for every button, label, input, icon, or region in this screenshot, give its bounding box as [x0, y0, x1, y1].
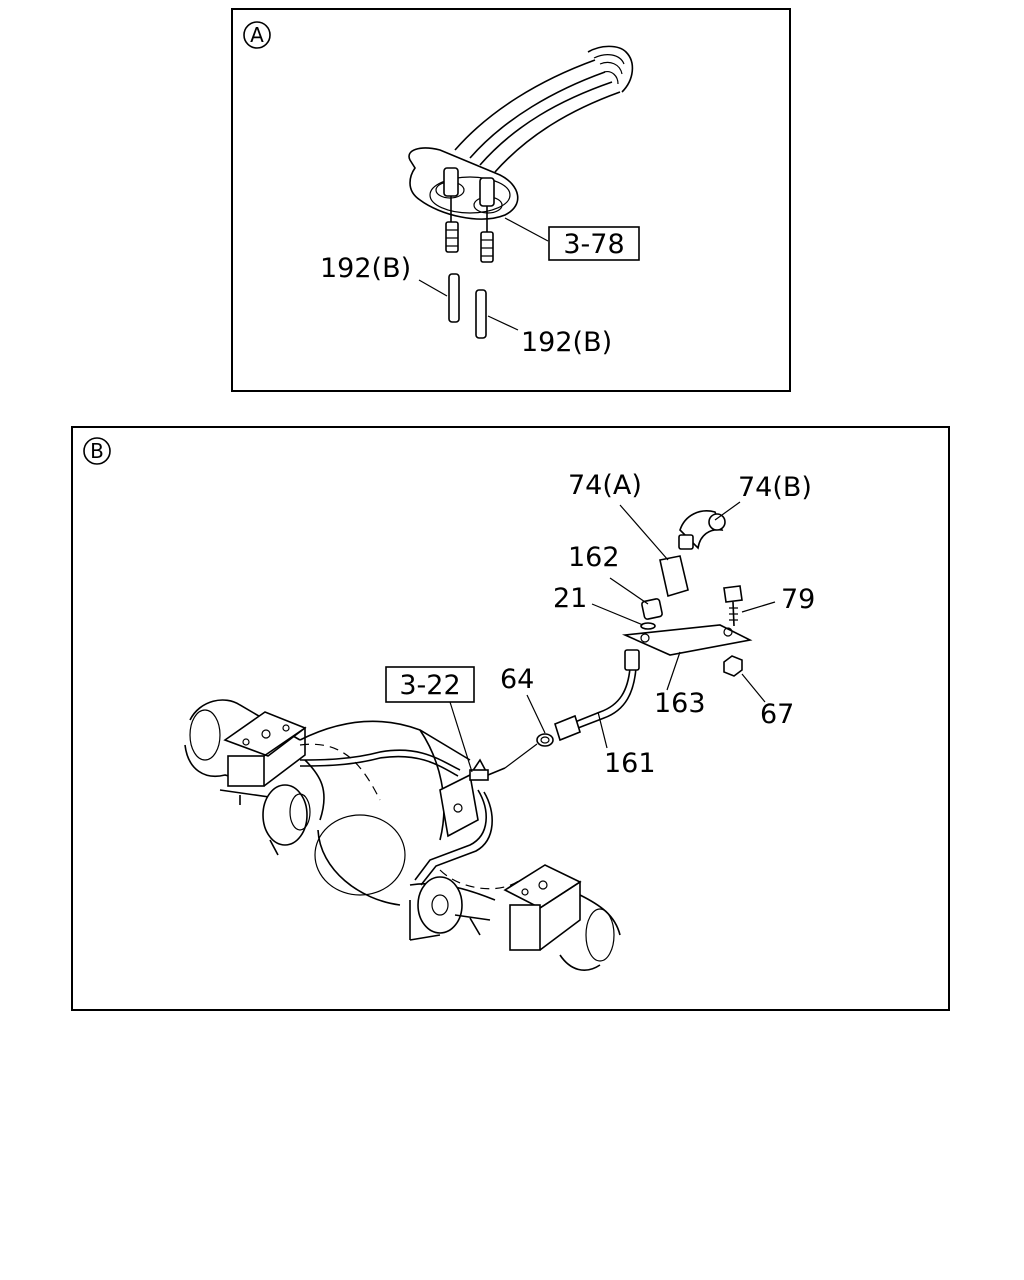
label-74a: 74(A) [568, 470, 642, 501]
hose-192b-right [475, 289, 487, 339]
panel-a-frame [231, 8, 791, 392]
label-192b-left: 192(B) [320, 253, 411, 284]
hose-assembly-drawing [408, 45, 634, 339]
part-64-ring [536, 733, 554, 747]
part-79-bolt [723, 585, 743, 603]
ref-box-3-22-text: 3-22 [399, 670, 460, 701]
panel-b-marker-circle [83, 437, 111, 465]
panel-b-frame [71, 426, 950, 1011]
part-74a-connector [659, 555, 689, 598]
label-67: 67 [760, 699, 794, 730]
panel-b: B [71, 426, 950, 1011]
part-163-bracket [621, 624, 753, 656]
part-67-nut [723, 655, 743, 677]
part-161-hose [574, 667, 631, 723]
label-64: 64 [500, 664, 534, 695]
label-79: 79 [781, 584, 815, 615]
panel-b-marker: B [90, 439, 104, 463]
label-192b-right: 192(B) [521, 327, 612, 358]
panel-a-marker-circle [243, 21, 271, 49]
label-163: 163 [654, 688, 706, 719]
hose-parts-drawing [504, 510, 753, 769]
panel-a: A [231, 8, 791, 392]
hose-192b-left [448, 273, 460, 323]
label-74b: 74(B) [738, 472, 812, 503]
panel-a-marker: A [250, 23, 264, 47]
label-162: 162 [568, 542, 620, 573]
axle-housing-drawing [184, 699, 621, 971]
label-161: 161 [604, 748, 656, 779]
label-21: 21 [553, 583, 587, 614]
part-21-washer [640, 622, 656, 630]
ref-box-3-78-text: 3-78 [563, 229, 624, 260]
ref-box-3-22 [385, 666, 475, 703]
ref-box-3-78 [548, 226, 640, 261]
